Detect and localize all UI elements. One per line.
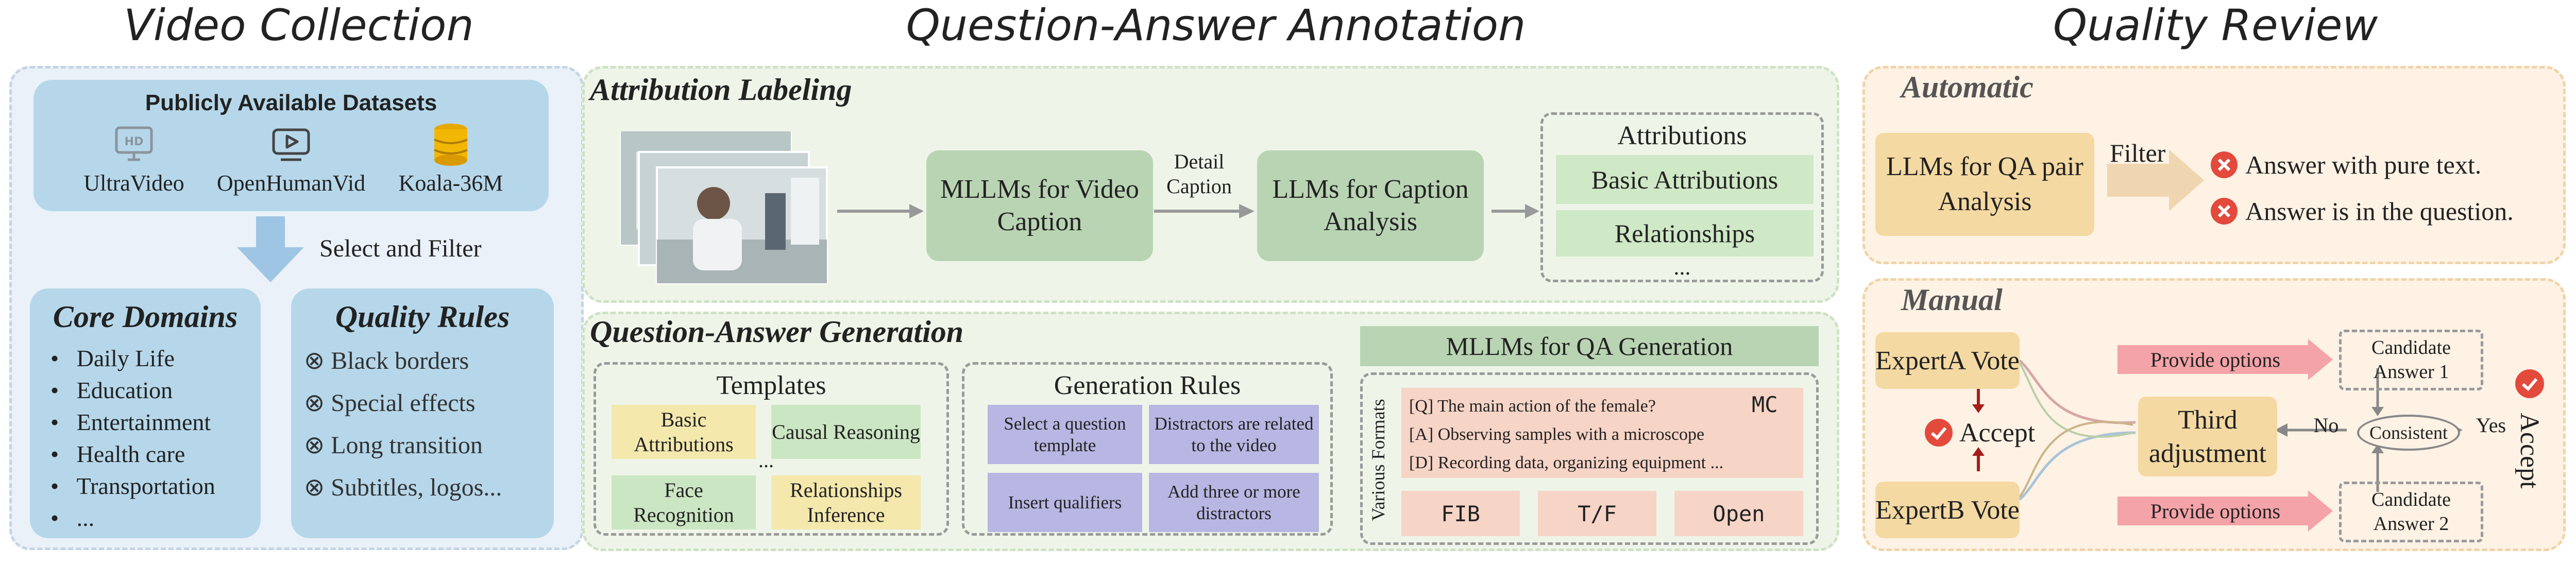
- attribution-basic: Basic Attributions: [1556, 155, 1814, 204]
- mllm-qa-generation-header: MLLMs for QA Generation: [1360, 326, 1819, 366]
- attributions-title: Attributions: [1617, 121, 1747, 150]
- list-item: • ...: [50, 505, 95, 531]
- example-qa-box: [Q] The main action of the female? MC [A…: [1401, 388, 1803, 478]
- quality-rules-list: ⊗ Black borders ⊗ Special effects ⊗ Long…: [304, 340, 551, 509]
- qa-annotation-title: Question-Answer Annotation: [906, 0, 1526, 50]
- template-causal-reasoning: Causal Reasoning: [771, 405, 921, 459]
- format-fib: FIB: [1401, 491, 1520, 536]
- template-face-recognition: Face Recognition: [612, 475, 756, 529]
- circle-x-icon: ⊗: [304, 347, 331, 374]
- quality-rules-box: Quality Rules ⊗ Black borders ⊗ Special …: [291, 288, 554, 538]
- attributions-group: Attributions Basic Attributions Relation…: [1540, 112, 1824, 282]
- rule-select-template: Select a question template: [988, 405, 1142, 464]
- hd-monitor-icon: HD: [113, 124, 155, 165]
- yes-label: Yes: [2476, 413, 2506, 437]
- database-icon: [430, 122, 471, 166]
- list-item: ⊗ Black borders: [304, 347, 469, 374]
- rule-add-distractors: Add three or more distractors: [1149, 473, 1319, 532]
- list-item: • Education: [50, 377, 173, 403]
- select-filter-label: Select and Filter: [319, 235, 482, 262]
- core-domains-box: Core Domains • Daily Life • Education • …: [30, 288, 261, 538]
- template-basic-attributions: Basic Attributions: [612, 405, 756, 459]
- list-item: ⊗ Subtitles, logos...: [304, 474, 502, 501]
- arrow: [1492, 201, 1540, 221]
- reject-reason-1: Answer with pure text.: [2210, 147, 2561, 183]
- datasets-title: Publicly Available Datasets: [145, 90, 437, 115]
- various-formats-label: Various Formats: [1368, 399, 1388, 521]
- mllm-video-caption-box: MLLMs for Video Caption: [926, 150, 1153, 261]
- quality-review-title: Quality Review: [2053, 0, 2378, 50]
- core-domains-list: • Daily Life • Education • Entertainment…: [50, 343, 257, 534]
- check-icon: [2514, 368, 2545, 399]
- down-arrow: [234, 216, 307, 283]
- expert-a-vote-box: ExpertA Vote: [1875, 332, 2020, 389]
- template-relationships-inference: Relationships Inference: [771, 475, 921, 529]
- check-icon: [1925, 419, 1953, 447]
- list-item: • Health care: [50, 441, 185, 467]
- consistent-node: Consistent: [2357, 415, 2460, 451]
- candidate-answer-2: Candidate Answer 2: [2339, 482, 2483, 542]
- no-label: No: [2313, 413, 2339, 437]
- core-domains-title: Core Domains: [53, 299, 238, 334]
- video-play-icon: [270, 124, 312, 165]
- reject-x-icon: [2211, 151, 2238, 178]
- detail-caption-label: Detail Caption: [1166, 149, 1232, 198]
- rule-insert-qualifiers: Insert qualifiers: [988, 473, 1142, 532]
- arrow: [837, 201, 925, 221]
- reject-reason-2: Answer is in the question.: [2210, 193, 2566, 229]
- circle-x-icon: ⊗: [304, 432, 331, 459]
- circle-x-icon: ⊗: [304, 474, 331, 501]
- rule-distractors-related: Distractors are related to the video: [1149, 405, 1319, 464]
- quality-rules-title: Quality Rules: [335, 299, 510, 334]
- filter-arrow: [2107, 149, 2205, 211]
- circle-x-icon: ⊗: [304, 389, 331, 417]
- dataset-label-ultravideo: UltraVideo: [83, 170, 184, 196]
- arrow: [1154, 201, 1257, 221]
- example-question: [Q] The main action of the female?: [1409, 397, 1656, 416]
- attribution-heading: Attribution Labeling: [590, 73, 852, 107]
- provide-options-arrow-top: Provide options: [2117, 339, 2334, 380]
- llm-qa-analysis-box: LLMs for QA pair Analysis: [1875, 133, 2094, 236]
- list-item: • Transportation: [50, 473, 215, 499]
- list-item: ⊗ Special effects: [304, 389, 476, 417]
- reject-x-icon: [2211, 198, 2238, 225]
- expert-b-vote-box: ExpertB Vote: [1875, 482, 2020, 538]
- svg-text:HD: HD: [125, 135, 144, 148]
- various-formats-group: Various Formats [Q] The main action of t…: [1360, 372, 1819, 545]
- qa-generation-heading: Question-Answer Generation: [590, 315, 964, 349]
- third-adjustment-box: Third adjustment: [2138, 397, 2277, 476]
- candidate-answer-1: Candidate Answer 1: [2339, 330, 2483, 390]
- example-mc-label: MC: [1752, 392, 1778, 417]
- datasets-box: Publicly Available Datasets HD UltraVide…: [33, 80, 549, 211]
- templates-group: Templates Basic Attributions Causal Reas…: [594, 362, 949, 536]
- example-answer: [A] Observing samples with a microscope: [1409, 425, 1705, 444]
- filter-label: Filter: [2110, 139, 2166, 167]
- example-distractors: [D] Recording data, organizing equipment…: [1409, 453, 1724, 472]
- list-item: ⊗ Long transition: [304, 432, 483, 459]
- accept-center: Accept: [1924, 415, 2089, 451]
- attribution-relationships: Relationships: [1556, 210, 1814, 257]
- provide-options-arrow-bottom: Provide options: [2117, 490, 2334, 532]
- generation-rules-group: Generation Rules Select a question templ…: [962, 362, 1333, 536]
- format-tf: T/F: [1538, 491, 1656, 536]
- accept-vertical-label: Accept: [2515, 413, 2545, 489]
- automatic-heading: Automatic: [1901, 70, 2033, 104]
- format-open: Open: [1674, 491, 1803, 536]
- list-item: • Daily Life: [50, 345, 175, 371]
- templates-more: ...: [758, 448, 774, 472]
- attribution-more: ...: [1673, 254, 1691, 280]
- dataset-label-koala: Koala-36M: [398, 170, 503, 196]
- templates-title: Templates: [716, 370, 826, 400]
- dataset-label-openhumanvid: OpenHumanVid: [216, 170, 366, 196]
- manual-heading: Manual: [1901, 283, 2003, 317]
- video-collection-title: Video Collection: [124, 0, 474, 50]
- llm-caption-analysis-box: LLMs for Caption Analysis: [1257, 150, 1484, 261]
- list-item: • Entertainment: [50, 409, 211, 435]
- video-frames-image: [616, 130, 832, 286]
- generation-rules-title: Generation Rules: [1054, 370, 1241, 400]
- manual-connectors: [1972, 360, 2463, 501]
